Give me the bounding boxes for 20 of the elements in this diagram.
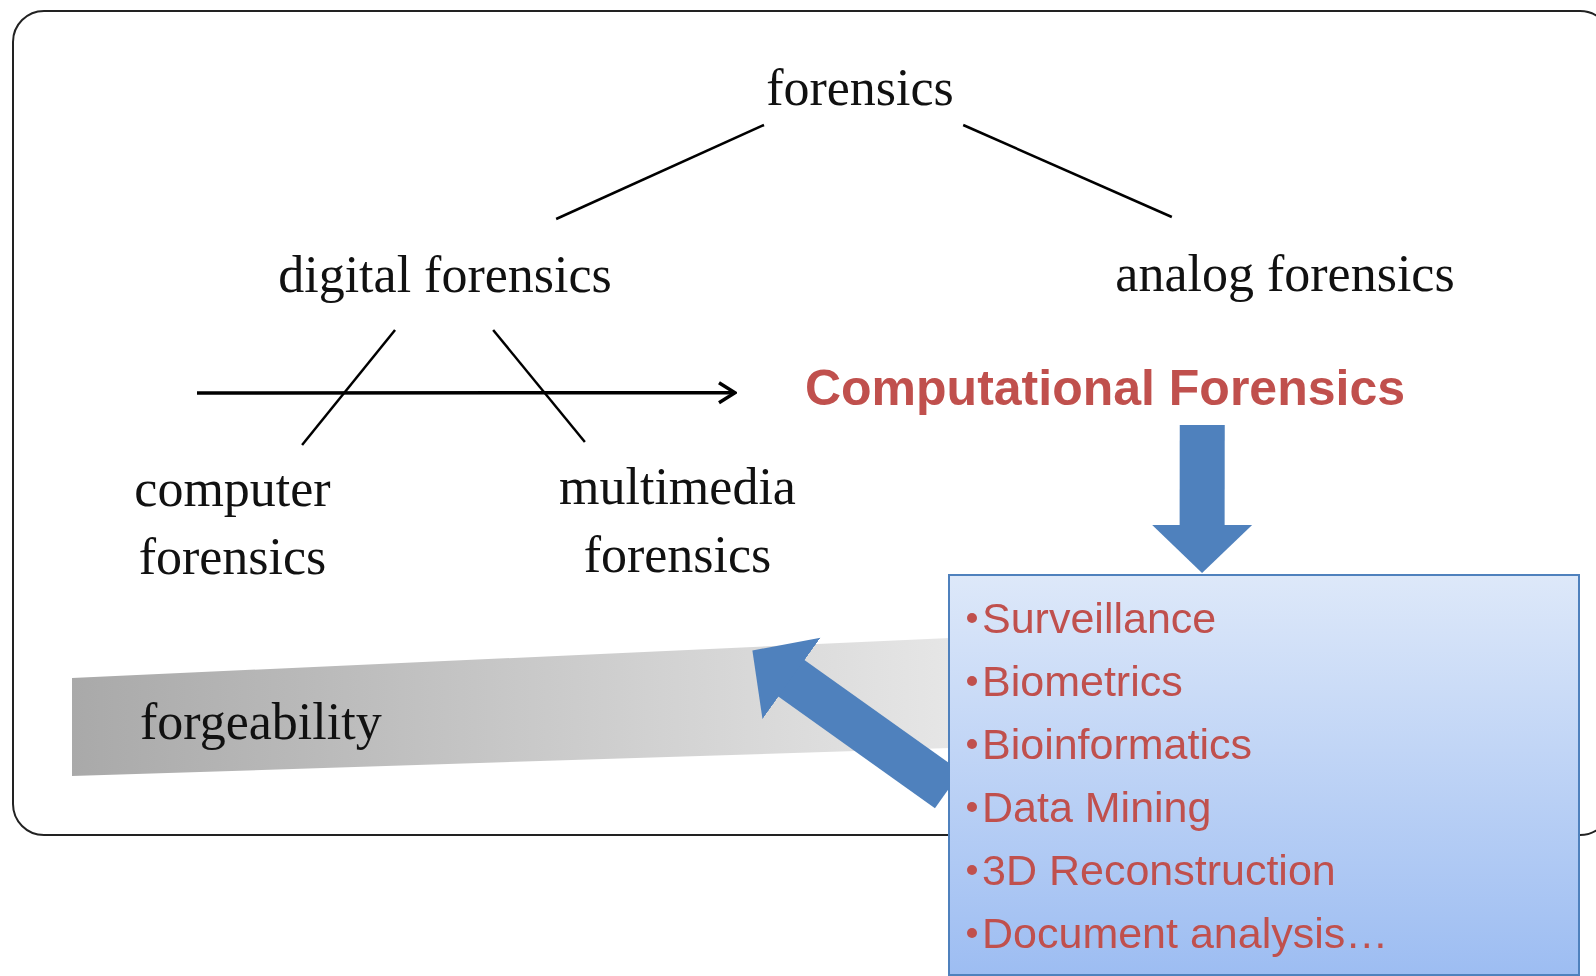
connector-line [492, 329, 586, 443]
node-label: forensics [766, 57, 954, 118]
list-item: Bioinformatics [982, 718, 1253, 770]
node-label: computer forensics [133, 458, 332, 587]
node-label: analog forensics [1115, 243, 1455, 304]
list-item: Document analysis… [982, 907, 1389, 959]
connector-line [301, 329, 397, 446]
list-panel [948, 574, 1580, 976]
heading-label: Computational Forensics [804, 358, 1406, 417]
list-item: Surveillance [982, 592, 1217, 644]
connector-line [962, 123, 1173, 219]
block-arrow [1152, 425, 1253, 573]
band-label: forgeability [140, 692, 382, 751]
list-item: 3D Reconstruction [982, 844, 1336, 896]
node-label: multimedia forensics [558, 457, 797, 585]
arrow [197, 381, 737, 405]
node-label: digital forensics [278, 244, 612, 305]
list-item: Data Mining [982, 781, 1212, 833]
connector-line [555, 123, 765, 221]
list-item: Biometrics [982, 655, 1183, 707]
